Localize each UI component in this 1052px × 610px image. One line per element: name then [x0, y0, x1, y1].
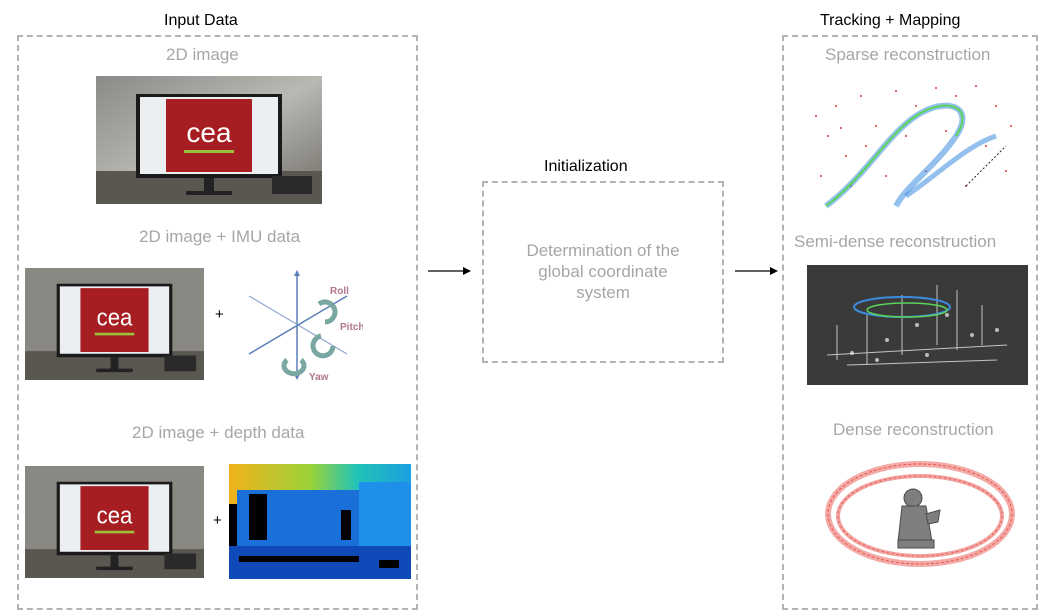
initialization-box	[482, 181, 724, 363]
sparse-reconstruction-image	[806, 76, 1020, 216]
pitch-label: Pitch	[340, 322, 363, 333]
roll-arrow	[317, 299, 338, 325]
sparse-label: Sparse reconstruction	[825, 45, 991, 64]
input-data-title: Input Data	[164, 12, 238, 29]
rgb-label: 2D image	[166, 45, 239, 64]
imu-axes-graphic: Roll Pitch Yaw	[243, 270, 364, 383]
rgb-image: cea	[96, 76, 322, 204]
init-line-3: system	[576, 283, 630, 302]
cea-logo-text: cea	[97, 502, 133, 529]
depth-rgb-image: cea	[25, 466, 204, 578]
roll-label: Roll	[330, 286, 349, 297]
plus-sign: +	[215, 306, 224, 323]
semi-dense-reconstruction-image	[807, 265, 1028, 385]
dense-reconstruction-image	[820, 450, 1020, 578]
cea-logo-text: cea	[186, 117, 232, 148]
arrow-input-to-init	[428, 267, 471, 275]
yaw-arrow	[281, 358, 307, 377]
monitor-photo: cea	[96, 76, 322, 204]
init-line-2: global coordinate	[538, 262, 668, 281]
monitor-photo: cea	[25, 268, 204, 380]
plus-sign: +	[213, 512, 222, 529]
semi-dense-label: Semi-dense reconstruction	[794, 232, 997, 251]
imu-label: 2D image + IMU data	[139, 227, 301, 246]
init-line-1: Determination of the	[526, 241, 680, 260]
arrow-init-to-tracking	[735, 267, 778, 275]
cea-logo-text: cea	[97, 304, 133, 331]
tracking-mapping-title: Tracking + Mapping	[820, 12, 961, 29]
imu-rgb-image: cea	[25, 268, 204, 380]
depth-label: 2D image + depth data	[132, 423, 305, 442]
yaw-label: Yaw	[309, 372, 329, 382]
dense-label: Dense reconstruction	[833, 420, 994, 439]
statue-model	[897, 488, 941, 549]
monitor-photo: cea	[25, 466, 204, 578]
depth-map-image	[229, 464, 411, 579]
initialization-description: Determination of the global coordinate s…	[490, 240, 716, 303]
initialization-title: Initialization	[544, 158, 628, 175]
pitch-arrow	[310, 333, 336, 359]
